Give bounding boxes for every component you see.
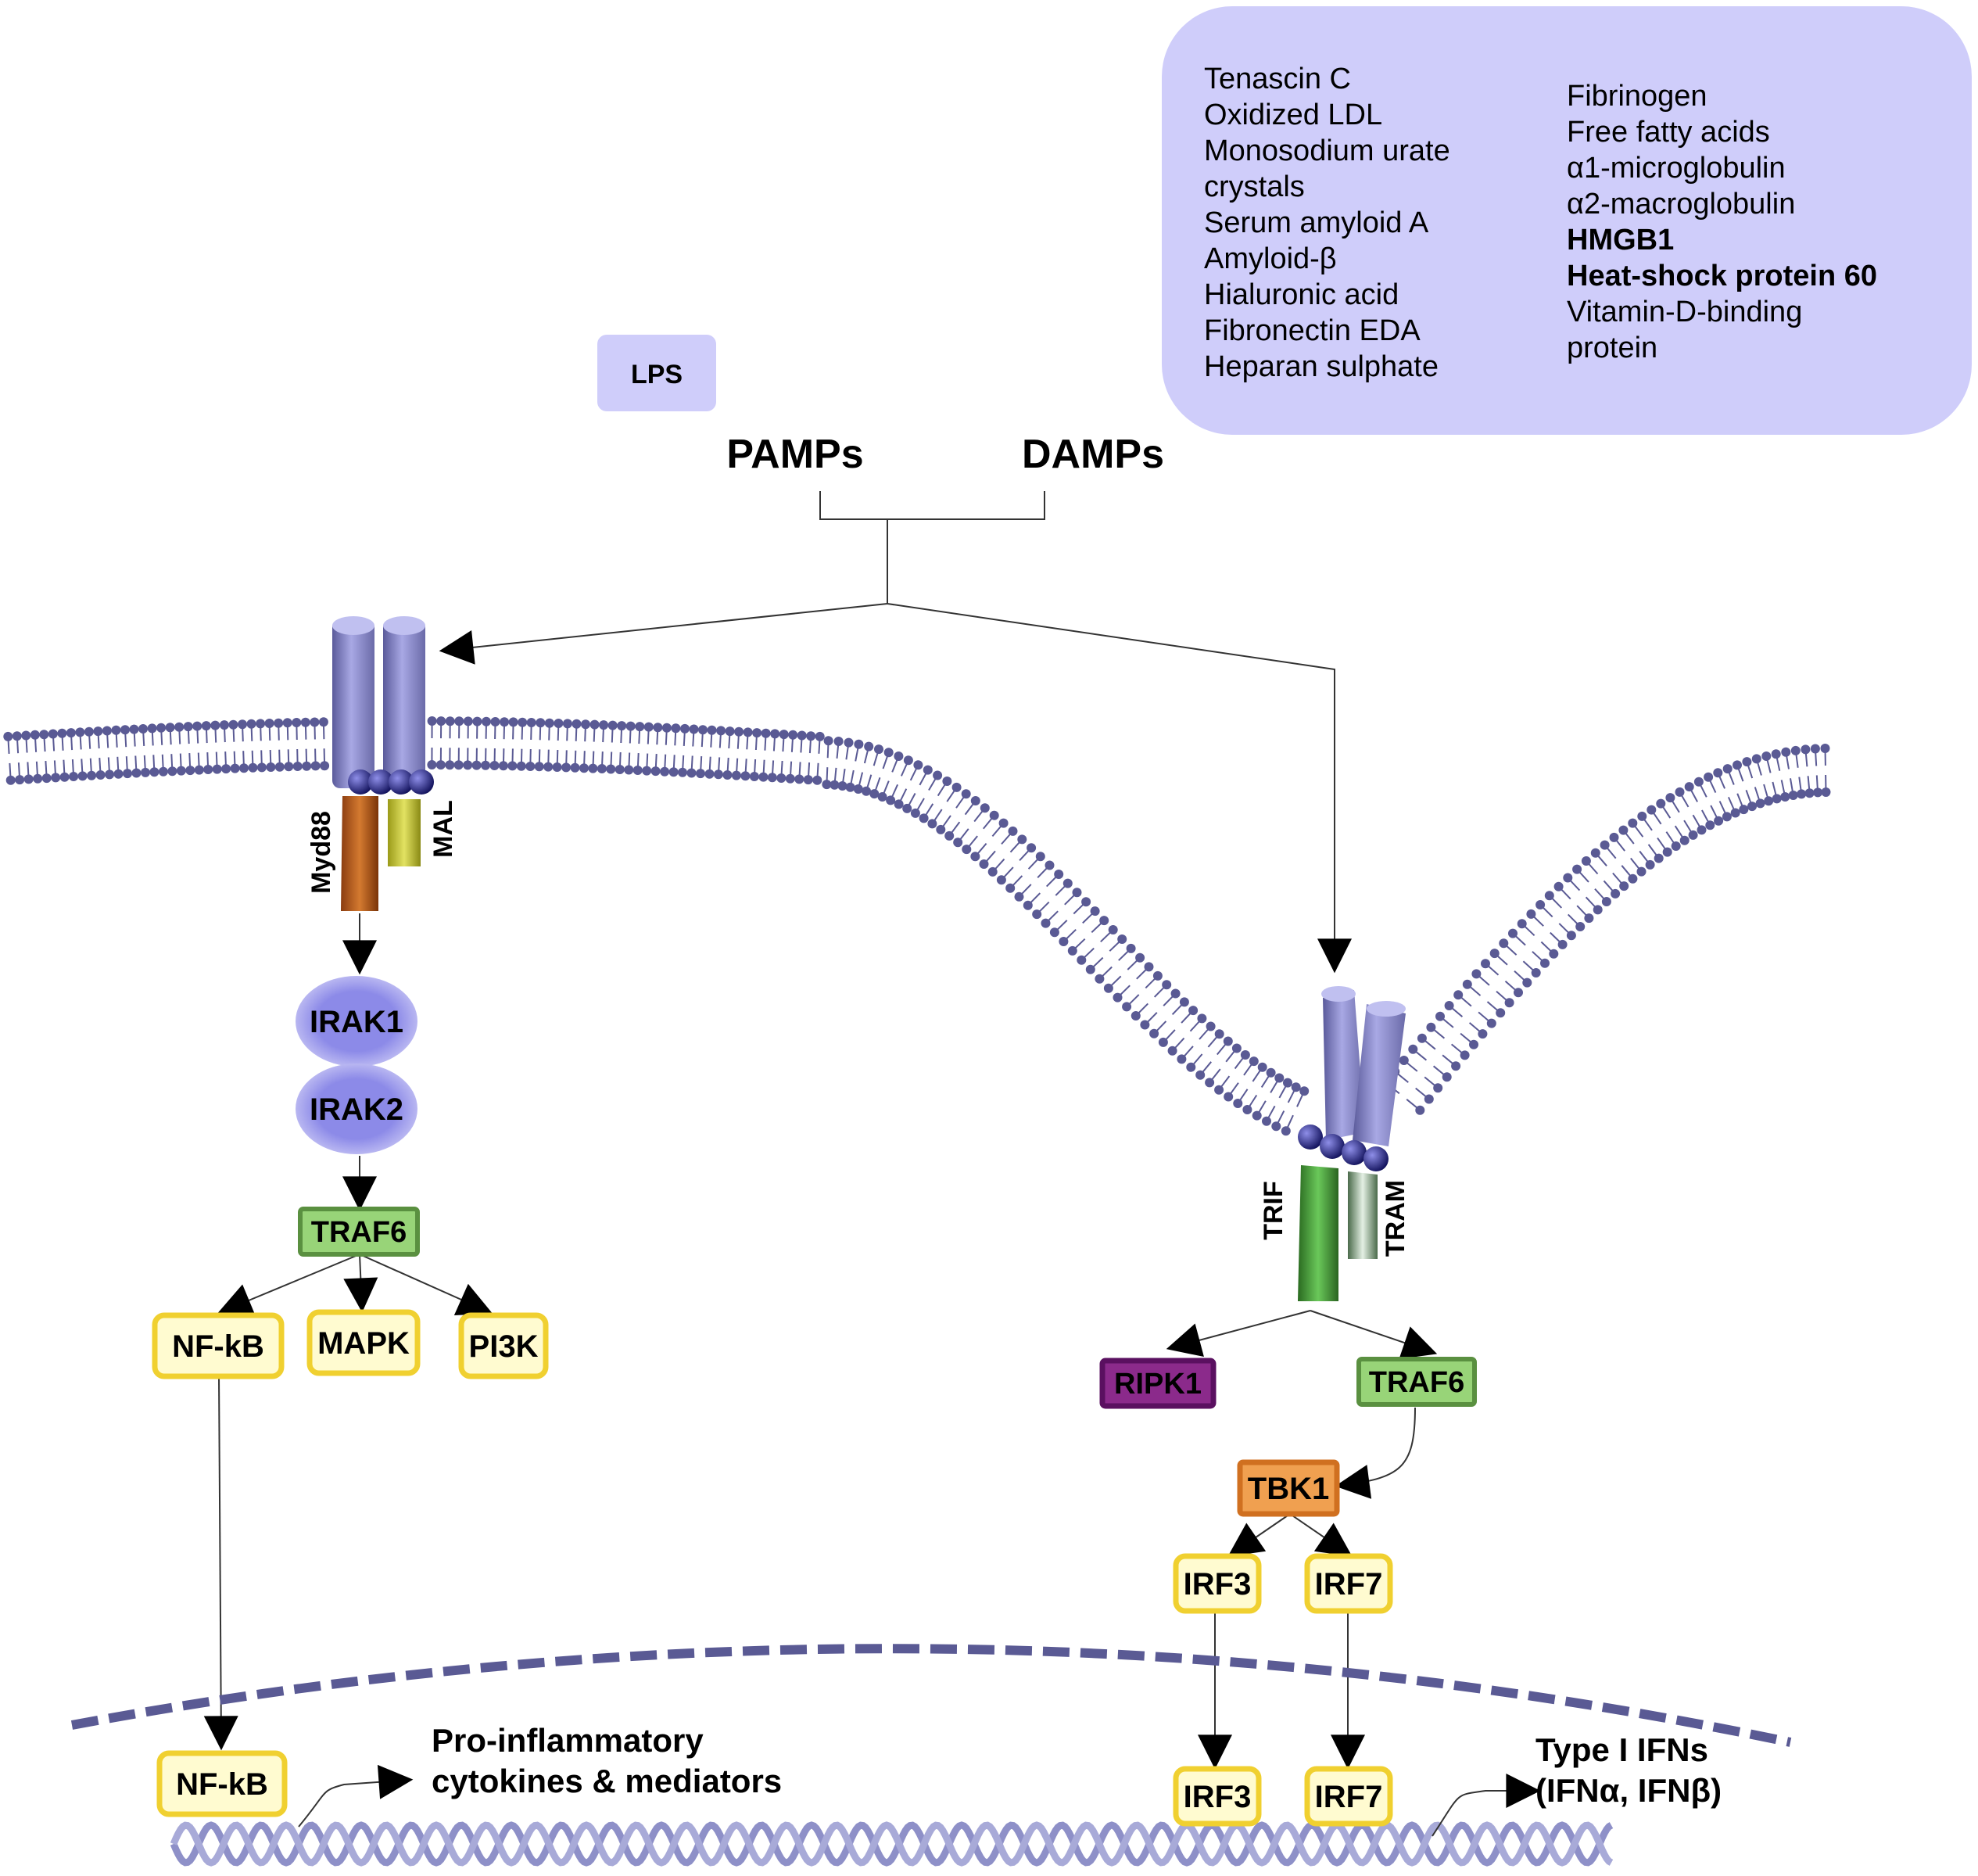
trif-adaptor — [1298, 1165, 1338, 1301]
traf6-label-left: TRAF6 — [311, 1216, 407, 1249]
tlr4-receptor-left — [332, 616, 425, 788]
damp-item: Monosodium urate — [1204, 135, 1450, 167]
type1-ifn-output-line2: (IFNα, IFNβ) — [1535, 1772, 1722, 1809]
lps-box — [597, 335, 716, 411]
myd88-adaptor — [341, 796, 378, 911]
damp-item: crystals — [1204, 170, 1305, 203]
damp-item: Fibronectin EDA — [1204, 314, 1421, 347]
cell-membrane — [3, 716, 1831, 1136]
mal-label: MAL — [428, 800, 458, 858]
damp-item: Tenascin C — [1204, 63, 1351, 95]
mapk-label: MAPK — [317, 1326, 410, 1361]
damps-list-left: Tenascin C Oxidized LDL Monosodium urate… — [1204, 61, 1450, 385]
irf3-label: IRF3 — [1184, 1567, 1252, 1602]
damp-item: Fibrinogen — [1567, 80, 1707, 113]
myd88-arrows — [203, 913, 493, 1751]
damps-list-right: Fibrinogen Free fatty acids α1-microglob… — [1567, 78, 1877, 366]
stimulus-connectors — [439, 491, 1352, 974]
irf7-node — [1304, 1553, 1393, 1614]
nfkb-nuclear-node — [156, 1750, 288, 1817]
damp-item: Hialuronic acid — [1204, 278, 1399, 311]
damp-item: protein — [1567, 332, 1658, 364]
damp-item: α1-microglobulin — [1567, 152, 1786, 185]
pamps-label: PAMPs — [726, 432, 863, 477]
damp-item: Serum amyloid A — [1204, 206, 1429, 239]
damp-item: Amyloid-β — [1204, 242, 1337, 275]
damp-item: Free fatty acids — [1567, 116, 1770, 149]
trif-label: TRIF — [1259, 1181, 1288, 1240]
tram-adaptor — [1348, 1171, 1378, 1259]
nuclear-envelope — [70, 1644, 1792, 1747]
myd88-label: Myd88 — [306, 811, 336, 894]
trif-arrows — [1166, 1310, 1438, 1770]
damp-item: Vitamin-D-binding — [1567, 296, 1803, 328]
type1-ifn-output-line1: Type I IFNs — [1535, 1731, 1708, 1768]
irf7-nuclear-label: IRF7 — [1315, 1780, 1383, 1814]
tbk1-node — [1237, 1459, 1340, 1517]
tram-label: TRAM — [1381, 1180, 1410, 1257]
pi3k-label: PI3K — [469, 1329, 539, 1364]
tlr4-receptor-right — [1321, 986, 1406, 1146]
ripk1-node — [1099, 1358, 1217, 1409]
traf6-label-right: TRAF6 — [1369, 1366, 1464, 1399]
damps-list-panel: Tenascin C Oxidized LDL Monosodium urate… — [1162, 6, 1972, 435]
damp-item-bold: HMGB1 — [1567, 224, 1675, 256]
irak1-label: IRAK1 — [310, 1005, 403, 1039]
damps-label: DAMPs — [1022, 432, 1164, 477]
mal-adaptor — [388, 799, 421, 866]
transcription-arrows — [298, 1764, 1541, 1837]
nfkb-label: NF-kB — [172, 1329, 264, 1364]
ripk1-label: RIPK1 — [1114, 1368, 1202, 1401]
irf3-node — [1173, 1553, 1262, 1614]
tir-domains-left — [348, 769, 434, 795]
irf7-label: IRF7 — [1315, 1567, 1383, 1602]
tir-domains-right — [1298, 1125, 1389, 1171]
mapk-node — [306, 1309, 421, 1376]
damp-item: α2-macroglobulin — [1567, 188, 1796, 221]
proinflammatory-output-line1: Pro-inflammatory — [432, 1722, 704, 1759]
tbk1-label: TBK1 — [1248, 1472, 1329, 1506]
irak1-node — [296, 976, 417, 1067]
dna-helix — [170, 1821, 1614, 1867]
irf3-nuclear-label: IRF3 — [1184, 1780, 1252, 1814]
damp-item: Heparan sulphate — [1204, 350, 1439, 383]
lps-label: LPS — [631, 360, 683, 389]
traf6-node-left — [298, 1207, 420, 1257]
irf7-nuclear-node — [1304, 1766, 1393, 1827]
nfkb-node — [152, 1312, 285, 1379]
irf3-nuclear-node — [1173, 1766, 1262, 1827]
traf6-node-right — [1356, 1357, 1477, 1407]
proinflammatory-output-line2: cytokines & mediators — [432, 1763, 782, 1799]
nfkb-nuclear-label: NF-kB — [176, 1767, 268, 1802]
damp-item-bold: Heat-shock protein 60 — [1567, 260, 1877, 292]
irak2-node — [296, 1064, 417, 1154]
damp-item: Oxidized LDL — [1204, 99, 1383, 131]
irak2-label: IRAK2 — [310, 1092, 403, 1127]
pi3k-node — [458, 1312, 549, 1379]
